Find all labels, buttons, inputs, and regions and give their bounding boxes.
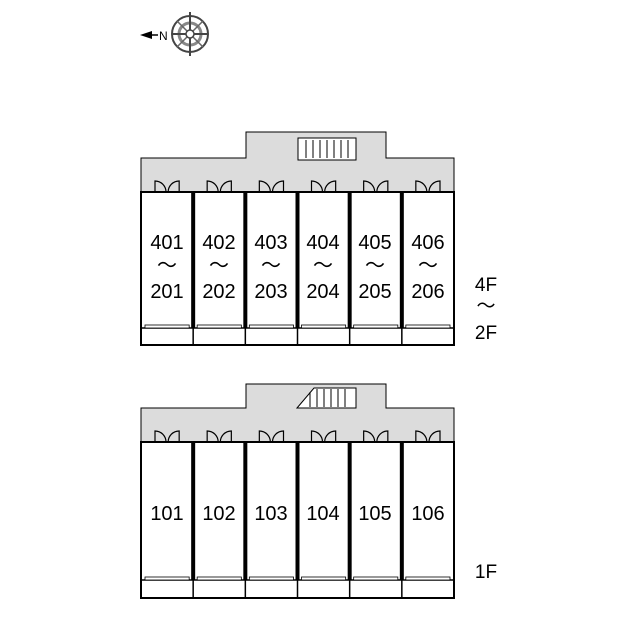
door-swing-icon <box>154 430 167 443</box>
door-swing-icon <box>363 180 376 193</box>
sliding-window <box>248 324 294 329</box>
unit-label-separator: 〜 <box>313 255 333 277</box>
door-swing-icon <box>206 180 219 193</box>
sliding-window <box>196 576 242 581</box>
staircase-icon <box>297 137 357 161</box>
door-swing-icon <box>363 430 376 443</box>
common-corridor <box>140 131 455 193</box>
unit-106: 106 <box>411 503 444 525</box>
sliding-window <box>353 576 399 581</box>
door-swing-icon <box>415 180 428 193</box>
unit-label-top: 401 <box>150 232 183 254</box>
door-swing-icon <box>271 430 285 443</box>
door-swing-icon <box>428 180 441 193</box>
sliding-window <box>196 324 242 329</box>
unit-406-206: 406 〜 206 <box>411 232 444 303</box>
unit-401-201: 401 〜 201 <box>150 232 183 303</box>
door-swing-icon <box>154 180 167 193</box>
compass-north-label: N <box>159 29 168 43</box>
floor-label-bottom: 2F <box>475 323 497 344</box>
unit-partitions <box>144 442 451 598</box>
north-arrow-compass-icon: N <box>140 12 209 56</box>
floor-range-label: 4F 〜 2F <box>475 275 497 344</box>
unit-label-top: 406 <box>411 232 444 254</box>
sliding-window <box>144 576 190 581</box>
door-swing-icon <box>167 180 180 193</box>
unit-103: 103 <box>254 503 287 525</box>
common-corridor <box>140 383 455 443</box>
door-swings <box>154 430 441 443</box>
sliding-window <box>405 576 451 581</box>
door-swing-icon <box>376 430 389 443</box>
sliding-window <box>301 324 347 329</box>
door-swing-icon <box>271 180 285 193</box>
floor-label-top: 4F <box>475 275 497 296</box>
unit-label-top: 403 <box>254 232 287 254</box>
unit-partitions <box>144 192 451 345</box>
door-swings <box>154 180 441 193</box>
sliding-window <box>353 324 399 329</box>
door-swing-icon <box>310 180 324 193</box>
unit-label-bottom: 203 <box>254 281 287 303</box>
upper-floor-block: 401 〜 201 402 〜 202 403 〜 203 404 〜 204 … <box>140 131 497 346</box>
sliding-window <box>144 324 190 329</box>
unit-label-separator: 〜 <box>365 255 385 277</box>
sliding-window <box>301 576 347 581</box>
door-swing-icon <box>258 180 271 193</box>
unit-label-top: 402 <box>202 232 235 254</box>
door-swing-icon <box>310 430 324 443</box>
unit-label-bottom: 204 <box>306 281 339 303</box>
door-swing-icon <box>324 430 337 443</box>
unit-label-top: 404 <box>306 232 339 254</box>
staircase-icon <box>295 387 357 409</box>
unit-label-bottom: 201 <box>150 281 183 303</box>
unit-404-204: 404 〜 204 <box>306 232 339 303</box>
floor-label: 1F <box>475 562 497 583</box>
door-swing-icon <box>415 430 428 443</box>
unit-label-separator: 〜 <box>209 255 229 277</box>
unit-label-separator: 〜 <box>418 255 438 277</box>
unit-label-bottom: 206 <box>411 281 444 303</box>
unit-label-separator: 〜 <box>261 255 281 277</box>
ground-floor-block: 101 102 103 104 105 106 1F <box>140 383 497 599</box>
door-swing-icon <box>219 180 232 193</box>
unit-label-bottom: 202 <box>202 281 235 303</box>
door-swing-icon <box>428 430 441 443</box>
sliding-window <box>405 324 451 329</box>
unit-label-bottom: 205 <box>358 281 391 303</box>
unit-102: 102 <box>202 503 235 525</box>
unit-105: 105 <box>358 503 391 525</box>
door-swing-icon <box>167 430 180 443</box>
door-swing-icon <box>219 430 232 443</box>
unit-403-203: 403 〜 203 <box>254 232 287 303</box>
unit-104: 104 <box>306 503 339 525</box>
unit-402-202: 402 〜 202 <box>202 232 235 303</box>
door-swing-icon <box>376 180 389 193</box>
door-swing-icon <box>258 430 271 443</box>
floor-label-tilde: 〜 <box>476 296 495 317</box>
unit-label-separator: 〜 <box>157 255 177 277</box>
unit-101: 101 <box>150 503 183 525</box>
sliding-window <box>248 576 294 581</box>
unit-label-top: 405 <box>358 232 391 254</box>
door-swing-icon <box>206 430 219 443</box>
door-swing-icon <box>324 180 337 193</box>
unit-405-205: 405 〜 205 <box>358 232 391 303</box>
